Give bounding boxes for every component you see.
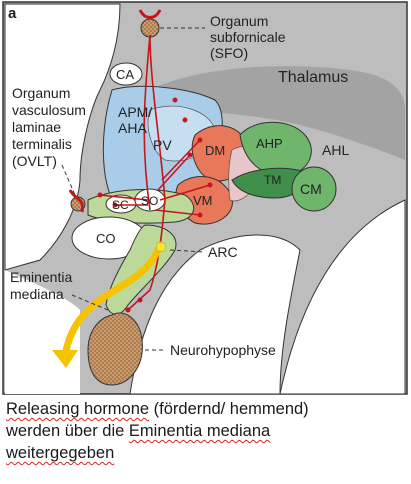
arrow-head	[52, 350, 78, 368]
sc-label: SC	[112, 198, 129, 212]
neurohypophyse-label: Neurohypophyse	[170, 342, 276, 358]
caption: Releasing hormone (fördernd/ hemmend) we…	[6, 398, 406, 464]
ahp-label: AHP	[256, 136, 283, 151]
cm-label: CM	[300, 181, 322, 197]
sfo-label-2: subfornicale	[210, 29, 286, 45]
caption-line-2-start: werden über die	[6, 422, 129, 440]
sfo-label-3: (SFO)	[210, 45, 248, 61]
caption-line-2: werden über die Eminentia mediana	[6, 420, 406, 442]
ovlt-label-5: (OVLT)	[12, 153, 57, 169]
tm-label: TM	[264, 173, 281, 187]
dm-label: DM	[205, 143, 225, 158]
eminentia-label-1: Eminentia	[10, 269, 72, 285]
ovlt-label-3: laminae	[12, 119, 61, 135]
ahp-nucleus	[239, 121, 312, 176]
lower-middle-white	[129, 234, 301, 395]
eminentia-label-2: mediana	[10, 286, 64, 302]
releasing-hormone-arrow	[61, 241, 164, 359]
cm-nucleus	[291, 166, 337, 212]
ca-label: CA	[116, 67, 134, 82]
brainstem-white	[279, 199, 406, 395]
caption-term-releasing: Releasing hormone	[6, 400, 150, 418]
sfo-organ	[140, 18, 160, 38]
third-ventricle-wall	[4, 3, 121, 271]
ovlt-label-1: Organum	[12, 85, 70, 101]
caption-line-1: Releasing hormone (fördernd/ hemmend)	[6, 398, 406, 420]
neuron-projections	[99, 34, 211, 311]
vm-label: VM	[193, 193, 213, 208]
ovlt-label-2: vasculosum	[12, 102, 86, 118]
panel-letter: a	[8, 5, 17, 22]
co-label: CO	[96, 231, 116, 246]
neurohypophysis	[87, 312, 143, 386]
thalamus-region	[150, 66, 405, 160]
neuron-terminals	[97, 97, 213, 313]
ahl-label: AHL	[322, 142, 349, 158]
ovlt-label-4: terminalis	[12, 136, 72, 152]
ovlt-vessel	[68, 189, 85, 213]
caption-line-1-rest: (fördernd/ hemmend)	[149, 400, 309, 418]
pv-label: PV	[153, 137, 172, 153]
hypothalamus-diagram: a Organum subfornicale (SFO) Thalamus Or…	[2, 1, 408, 395]
arc-marker	[156, 242, 166, 252]
caption-term-eminentia: Eminentia mediana	[128, 422, 271, 440]
ca-oval	[109, 62, 143, 86]
leader-lines	[61, 27, 206, 351]
thalamus-label: Thalamus	[278, 69, 348, 86]
sfo-label-1: Organum	[210, 13, 268, 29]
apm-label: APM/	[118, 104, 152, 120]
arc-label: ARC	[208, 244, 238, 260]
so-label: SO	[141, 194, 158, 208]
aha-label: AHA	[118, 120, 147, 136]
caption-line-3: weitergegeben	[6, 444, 115, 462]
lower-white-area	[5, 270, 80, 394]
sfo-vessel	[138, 9, 162, 19]
